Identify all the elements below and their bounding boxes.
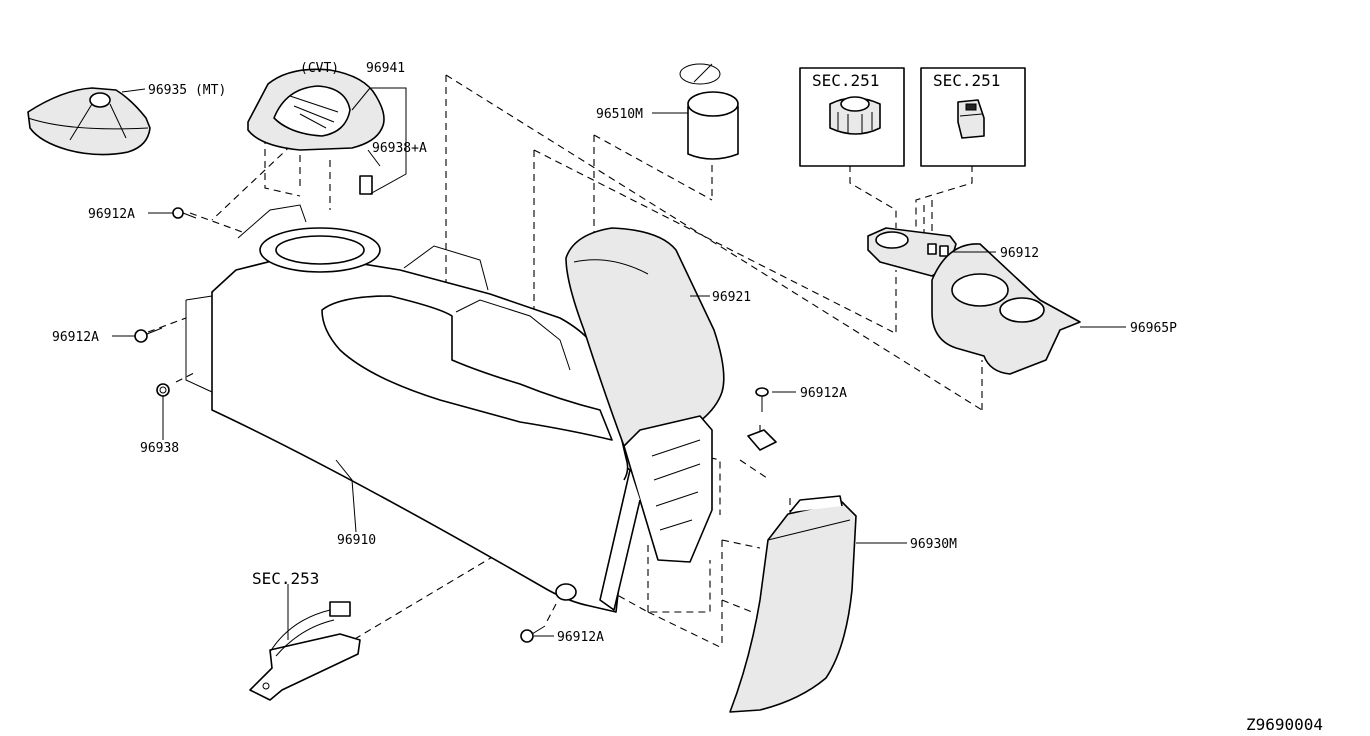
label-96930M: 96930M: [910, 537, 957, 552]
label-96965P: 96965P: [1130, 321, 1177, 336]
part-96910-console-body: [185, 204, 631, 613]
label-96941: 96941: [366, 61, 405, 76]
label-96938: 96938: [140, 441, 179, 456]
part-labels: 96935 (MT) (CVT) 96941 96938+A 96912A 96…: [52, 61, 1323, 734]
label-96912A-top: 96912A: [88, 207, 135, 222]
label-96912: 96912: [1000, 246, 1039, 261]
label-sec251-b: SEC.251: [933, 71, 1000, 90]
screw-96912A-right: [747, 387, 777, 451]
part-96912-switch-panel: [867, 227, 957, 277]
label-96912A-left: 96912A: [52, 330, 99, 345]
part-96930M-rear-panel: [729, 495, 857, 713]
sec251-box-b: [920, 67, 1026, 167]
label-96921: 96921: [712, 290, 751, 305]
label-96912A-right: 96912A: [800, 386, 847, 401]
part-96510M-cup-holder: [679, 63, 739, 160]
screw-96912A-top: [172, 207, 197, 219]
part-96941-cvt-finisher: [247, 68, 385, 195]
screw-96912A-bottom: [520, 625, 546, 643]
label-96910: 96910: [337, 533, 376, 548]
diagram-code: Z9690004: [1246, 715, 1323, 734]
label-96912A-bottom: 96912A: [557, 630, 604, 645]
part-96935-shift-boot: [27, 87, 151, 156]
label-96935: 96935 (MT): [148, 83, 226, 98]
label-96510M: 96510M: [596, 107, 643, 122]
sec251-box-a: [799, 67, 905, 167]
label-96938-A: 96938+A: [372, 141, 427, 156]
label-sec253: SEC.253: [252, 569, 319, 588]
screws: [134, 207, 777, 643]
clip-96938: [156, 383, 170, 397]
part-96965P-finisher: [931, 243, 1081, 375]
sec253-harness: [249, 601, 361, 701]
leader-lines: [112, 87, 1126, 640]
screw-96912A-left: [134, 327, 163, 343]
label-cvt: (CVT): [300, 61, 339, 76]
label-sec251-a: SEC.251: [812, 71, 879, 90]
part-96921-armrest: [565, 227, 725, 611]
